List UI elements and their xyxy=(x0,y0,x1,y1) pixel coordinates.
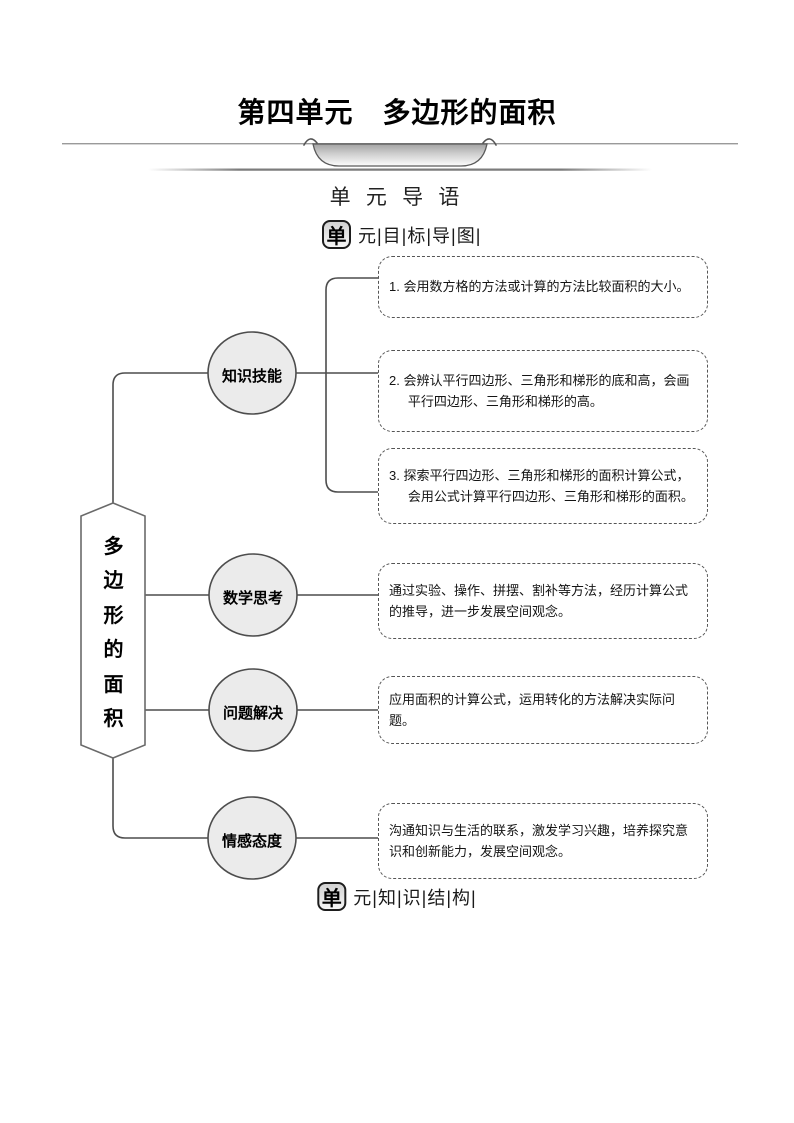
goal-box-3: 3. 探索平行四边形、三角形和梯形的面积计算公式， 会用公式计算平行四边形、三角… xyxy=(378,448,708,524)
root-label-char: 边 xyxy=(103,570,124,593)
branch-label-knowledge: 知识技能 xyxy=(221,368,282,385)
goal-box-1: 1. 会用数方格的方法或计算的方法比较面积的大小。 xyxy=(378,256,708,318)
root-node-label: 多 边 形 的 面 积 xyxy=(93,537,134,729)
knowledge-structure-label: 元|知|识|结|构| xyxy=(353,887,477,908)
connector-knowledge-branch xyxy=(325,277,382,493)
divider-tray-icon xyxy=(312,143,488,167)
goal-map-label: 元|目|标|导|图| xyxy=(358,225,482,246)
page-title: 第四单元 多边形的面积 xyxy=(237,97,557,128)
branch-label-problem: 问题解决 xyxy=(222,705,283,722)
goal-box-2-text: 2. 会辨认平行四边形、三角形和梯形的底和高，会画 平行四边形、三角形和梯形的高… xyxy=(389,372,690,409)
problem-box: 应用面积的计算公式，运用转化的方法解决实际问题。 xyxy=(378,676,708,744)
root-label-char: 积 xyxy=(103,707,124,730)
thinking-box: 通过实验、操作、拼摆、割补等方法，经历计算公式 的推导，进一步发展空间观念。 xyxy=(378,563,708,639)
section-label-goal-map: 单 元|目|标|导|图| xyxy=(322,220,481,249)
root-label-char: 多 xyxy=(103,536,124,558)
goal-box-3-text: 3. 探索平行四边形、三角形和梯形的面积计算公式， 会用公式计算平行四边形、三角… xyxy=(389,467,694,504)
goal-map-badge: 单 xyxy=(322,220,351,249)
goal-box-1-text: 1. 会用数方格的方法或计算的方法比较面积的大小。 xyxy=(389,279,690,295)
intro-heading: 单 元 导 语 xyxy=(329,185,465,209)
branch-label-thinking: 数学思考 xyxy=(222,590,283,607)
connector-root-to-attitude xyxy=(112,758,208,839)
branch-label-attitude: 情感态度 xyxy=(221,833,282,850)
divider-line xyxy=(62,143,738,145)
mindmap-connectors xyxy=(112,277,382,839)
problem-box-text: 应用面积的计算公式，运用转化的方法解决实际问题。 xyxy=(389,691,676,728)
attitude-box: 沟通知识与生活的联系，激发学习兴趣，培养探究意 识和创新能力，发展空间观念。 xyxy=(378,803,708,879)
root-label-char: 面 xyxy=(103,673,124,696)
knowledge-structure-badge: 单 xyxy=(317,882,347,911)
goal-box-2: 2. 会辨认平行四边形、三角形和梯形的底和高，会画 平行四边形、三角形和梯形的高… xyxy=(378,350,708,432)
divider-tray-curls xyxy=(303,138,497,146)
section-label-knowledge-structure: 单 元|知|识|结|构| xyxy=(317,882,476,911)
root-label-char: 的 xyxy=(103,639,124,662)
connector-root-to-knowledge xyxy=(112,372,208,503)
thinking-box-text: 通过实验、操作、拼摆、割补等方法，经历计算公式 的推导，进一步发展空间观念。 xyxy=(389,582,689,619)
root-label-char: 形 xyxy=(103,604,124,627)
divider-shadow-line xyxy=(148,168,652,171)
attitude-box-text: 沟通知识与生活的联系，激发学习兴趣，培养探究意 识和创新能力，发展空间观念。 xyxy=(389,822,689,859)
